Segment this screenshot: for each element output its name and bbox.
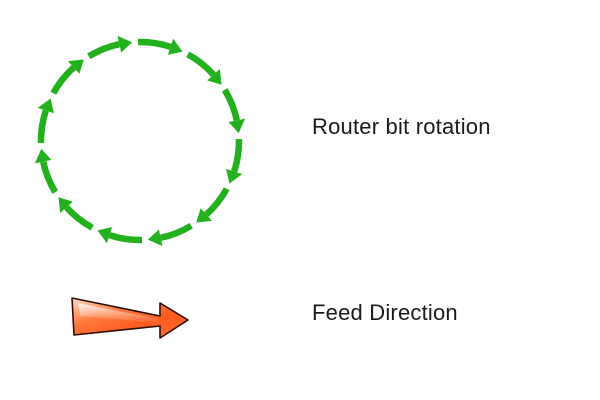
feed-direction-arrow-icon: [71, 297, 189, 339]
rotation-legend-label: Router bit rotation: [312, 114, 491, 139]
feed-direction-legend-label: Feed Direction: [312, 300, 458, 325]
rotation-arrowhead: [34, 148, 52, 164]
clockwise-rotation-circle-icon: [34, 35, 246, 247]
rotation-arrowhead: [226, 168, 243, 184]
rotation-arrowhead: [97, 227, 113, 244]
rotation-arrowhead: [196, 208, 212, 223]
feed-arrow-shine: [78, 303, 158, 323]
rotation-arrowhead: [58, 197, 73, 213]
rotation-arc-segment: [64, 205, 94, 231]
rotation-arc-segment: [231, 138, 243, 173]
rotation-arc-segment: [87, 40, 121, 60]
rotation-arc-segment: [204, 187, 230, 217]
rotation-arc-segment: [186, 51, 216, 77]
rotation-arrowhead: [37, 98, 54, 114]
rotation-arrowhead: [228, 118, 246, 134]
rotation-arc-segment: [37, 109, 49, 144]
rotation-arc-segment: [39, 160, 59, 194]
rotation-arc-segment: [137, 38, 172, 50]
rotation-arc-segment: [159, 222, 193, 242]
rotation-arc-segment: [108, 232, 143, 244]
rotation-arrowhead: [207, 69, 222, 85]
rotation-arc-segment: [50, 65, 76, 95]
rotation-arc-segment: [221, 88, 241, 122]
rotation-arrowhead: [68, 59, 84, 74]
rotation-arrowhead: [147, 229, 163, 247]
rotation-arrowhead: [167, 38, 183, 55]
rotation-arrowhead: [117, 35, 133, 53]
